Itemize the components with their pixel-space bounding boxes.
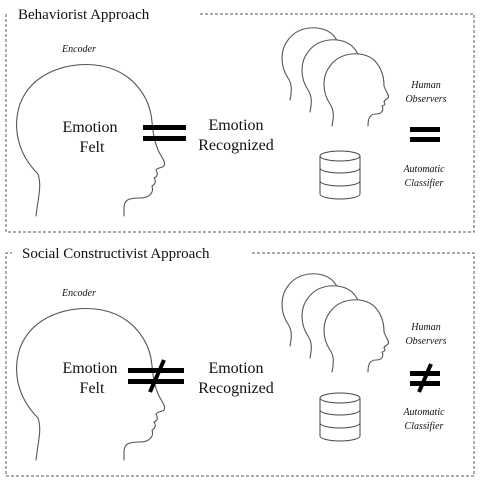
emotion-felt-line2: Felt bbox=[80, 380, 105, 397]
not-equal-sign-felt-recognized bbox=[128, 359, 184, 393]
database-icon bbox=[319, 150, 361, 200]
emotion-recognized-line2: Recognized bbox=[198, 380, 274, 397]
automatic-classifier-line1: Automatic bbox=[402, 407, 445, 418]
automatic-classifier-line2: Classifier bbox=[405, 421, 444, 432]
emotion-recognized-line2: Recognized bbox=[198, 137, 274, 154]
behaviorist-panel: Behaviorist Approach Encoder Emotion Fel… bbox=[5, 4, 475, 233]
observer-head-icon bbox=[323, 299, 390, 373]
human-observers-line1: Human bbox=[410, 80, 440, 91]
panel-title: Behaviorist Approach bbox=[18, 7, 150, 23]
human-observers-line2: Observers bbox=[405, 94, 446, 105]
social-constructivist-panel: Social Constructivist Approach Encoder E… bbox=[5, 243, 475, 477]
observer-heads-group bbox=[281, 27, 390, 127]
panel-border bbox=[5, 252, 475, 477]
encoder-label: Encoder bbox=[61, 44, 96, 55]
emotion-felt-line1: Emotion bbox=[62, 360, 117, 377]
not-equal-sign-observers-classifier bbox=[410, 363, 440, 393]
observer-head-icon bbox=[323, 53, 390, 127]
human-observers-line1: Human bbox=[410, 322, 440, 333]
equals-sign-felt-recognized bbox=[143, 125, 186, 141]
human-observers-line2: Observers bbox=[405, 336, 446, 347]
database-icon bbox=[319, 392, 361, 442]
emotion-recognized-line1: Emotion bbox=[208, 360, 263, 377]
automatic-classifier-line1: Automatic bbox=[402, 164, 445, 175]
equals-sign-observers-classifier bbox=[410, 127, 440, 142]
emotion-recognized-line1: Emotion bbox=[208, 117, 263, 134]
panel-title: Social Constructivist Approach bbox=[22, 246, 210, 262]
encoder-label: Encoder bbox=[61, 288, 96, 299]
panel-border bbox=[5, 13, 475, 233]
emotion-felt-line1: Emotion bbox=[62, 119, 117, 136]
observer-heads-group bbox=[281, 273, 390, 373]
automatic-classifier-line2: Classifier bbox=[405, 178, 444, 189]
emotion-felt-line2: Felt bbox=[80, 139, 105, 156]
